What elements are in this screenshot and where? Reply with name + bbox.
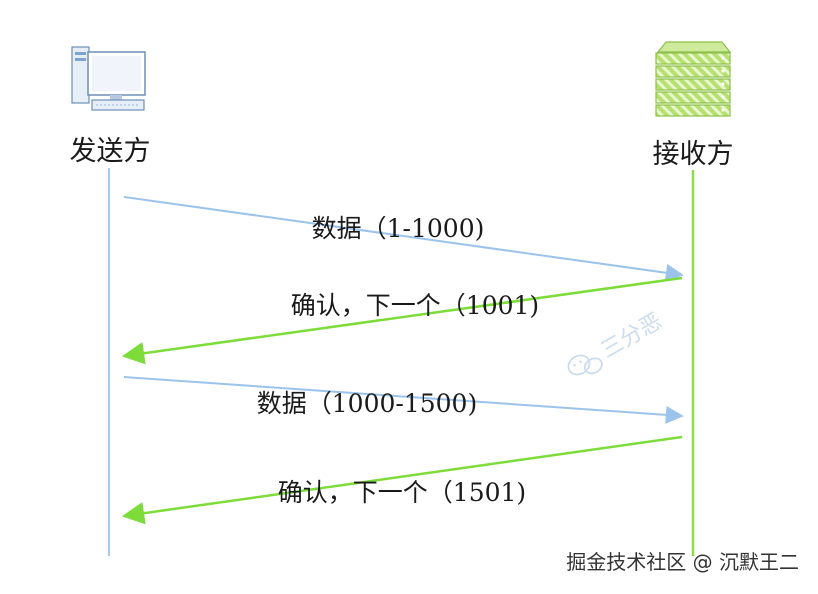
watermark-text: 三分恶	[597, 309, 667, 364]
watermark: 三分恶	[567, 309, 667, 376]
footer-credit-text: 掘金技术社区 @ 沉默王二	[566, 550, 799, 574]
ack-arrow-2	[121, 435, 683, 525]
data-arrow-1	[123, 196, 684, 282]
wechat-icon	[567, 354, 603, 376]
receiver-label: 接收方	[653, 139, 734, 170]
ack-arrow-1	[121, 276, 683, 365]
message-label-3: 数据（1000-1500)	[257, 389, 477, 418]
message-label-4: 确认，下一个（1501)	[278, 478, 526, 507]
message-label-1: 数据（1-1000)	[312, 214, 485, 243]
computer-icon	[71, 46, 146, 111]
server-icon	[655, 41, 732, 117]
data-arrow-2	[123, 376, 684, 424]
sender-label: 发送方	[70, 136, 151, 167]
message-label-2: 确认，下一个（1001)	[291, 291, 539, 320]
footer-credit: 掘金技术社区 @ 沉默王二	[566, 550, 799, 574]
